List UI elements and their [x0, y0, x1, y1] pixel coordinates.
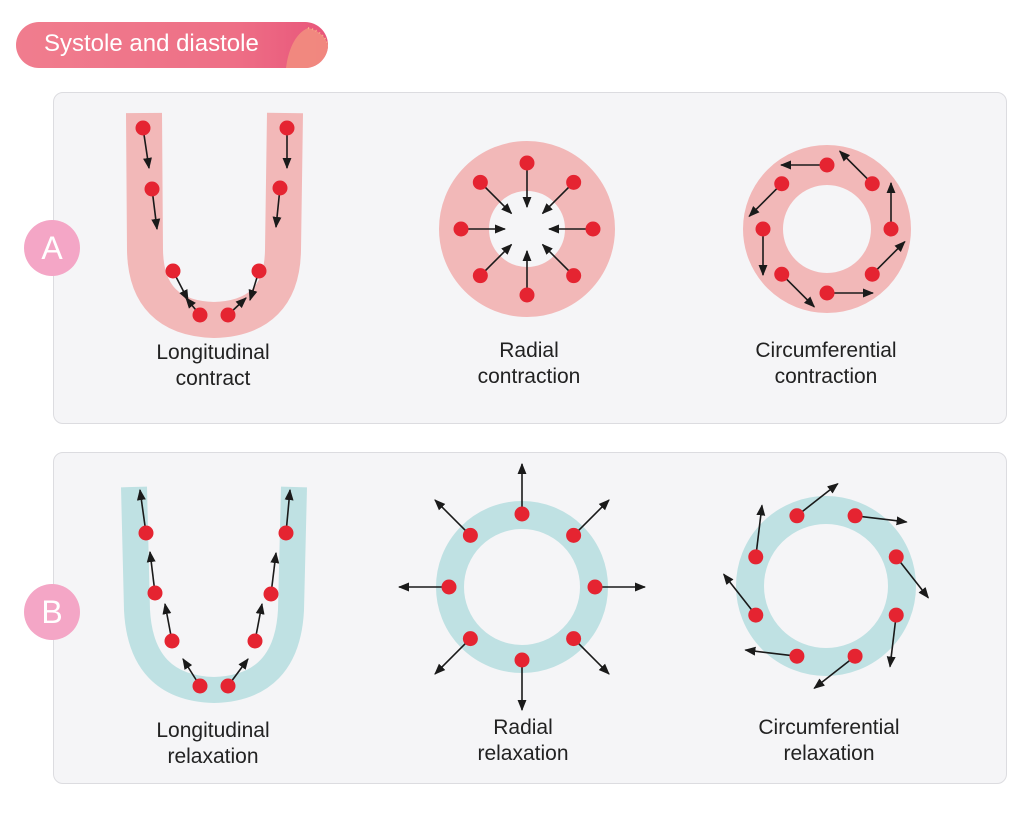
- myocyte-dot: [144, 181, 160, 197]
- myocyte-dot: [585, 221, 601, 237]
- myocyte-dot: [748, 607, 764, 623]
- arrow: [723, 573, 757, 616]
- label-line2: relaxation: [783, 742, 875, 765]
- myocyte-dot: [566, 268, 582, 284]
- myocyte-dot: [441, 579, 457, 595]
- arrow: [854, 514, 908, 526]
- myocyte-dot: [462, 631, 478, 647]
- myocyte-dot: [519, 155, 535, 171]
- myocyte-dot: [514, 652, 530, 668]
- myocyte-dot: [789, 648, 805, 664]
- myocyte-dot: [247, 633, 263, 649]
- myocyte-dot: [888, 549, 904, 565]
- arrow: [434, 638, 471, 675]
- myocyte-dot: [147, 585, 163, 601]
- label-line1: Radial: [499, 339, 559, 362]
- myocyte-dot: [263, 586, 279, 602]
- myocyte-dot: [279, 120, 295, 136]
- myocyte-dot: [755, 221, 771, 237]
- myocyte-dot: [472, 268, 488, 284]
- myocyte-dot: [220, 307, 236, 323]
- myocyte-dot: [514, 506, 530, 522]
- label-line2: relaxation: [167, 745, 259, 768]
- label-line1: Longitudinal: [156, 341, 270, 364]
- arrow: [781, 273, 816, 308]
- myocyte-dot: [251, 263, 267, 279]
- arrow: [744, 646, 798, 658]
- label-line2: contract: [175, 367, 251, 390]
- myocyte-dot: [864, 266, 880, 282]
- myocyte-dot: [864, 176, 880, 192]
- arrow: [434, 499, 471, 536]
- arrow: [748, 183, 783, 218]
- myocyte-dot: [888, 607, 904, 623]
- myocyte-dot: [819, 285, 835, 301]
- longitudinal-wall-relaxation: [121, 486, 307, 703]
- arrow: [871, 240, 906, 275]
- myocyte-dot: [164, 633, 180, 649]
- myocyte-dot: [165, 263, 181, 279]
- arrow: [573, 638, 610, 675]
- label-radial-contraction: Radial contraction: [429, 338, 629, 390]
- myocyte-dot: [192, 678, 208, 694]
- pattern-decoration: [286, 27, 328, 68]
- title-pill: Systole and diastole: [16, 22, 328, 68]
- label-line2: contraction: [477, 365, 581, 388]
- myocyte-dot: [774, 176, 790, 192]
- myocyte-dot: [819, 157, 835, 173]
- label-line1: Circumferential: [755, 339, 897, 362]
- myocyte-dot: [587, 579, 603, 595]
- label-line1: Radial: [493, 716, 553, 739]
- badge-a: A: [24, 220, 80, 276]
- label-longitudinal-contract: Longitudinal contract: [113, 340, 313, 392]
- label-radial-relaxation: Radial relaxation: [423, 715, 623, 767]
- myocyte-dot: [462, 527, 478, 543]
- myocyte-dot: [453, 221, 469, 237]
- myocyte-dot: [789, 508, 805, 524]
- myocyte-dot: [192, 307, 208, 323]
- myocyte-dot: [272, 180, 288, 196]
- myocyte-dot: [883, 221, 899, 237]
- myocyte-dot: [519, 287, 535, 303]
- label-line1: Circumferential: [758, 716, 900, 739]
- arrow: [813, 655, 856, 689]
- arrow: [838, 150, 873, 185]
- label-line1: Longitudinal: [156, 719, 270, 742]
- myocyte-dot: [220, 678, 236, 694]
- myocyte-dot: [135, 120, 151, 136]
- label-circumferential-contraction: Circumferential contraction: [726, 338, 926, 390]
- arrow: [573, 499, 610, 536]
- arrow: [895, 556, 929, 599]
- myocyte-dot: [847, 508, 863, 524]
- myocyte-dot: [847, 648, 863, 664]
- page-title: Systole and diastole: [44, 30, 259, 57]
- myocyte-dot: [278, 525, 294, 541]
- label-line2: contraction: [774, 365, 878, 388]
- myocyte-dot: [472, 174, 488, 190]
- arrow: [796, 483, 839, 517]
- myocyte-dot: [566, 527, 582, 543]
- label-line2: relaxation: [477, 742, 569, 765]
- label-longitudinal-relaxation: Longitudinal relaxation: [113, 718, 313, 770]
- longitudinal-wall-contraction: [126, 112, 303, 338]
- myocyte-dot: [138, 525, 154, 541]
- myocyte-dot: [748, 549, 764, 565]
- myocyte-dot: [774, 266, 790, 282]
- myocyte-dot: [566, 631, 582, 647]
- arrow: [886, 614, 898, 668]
- badge-b: B: [24, 584, 80, 640]
- circumferential-wall-relaxation: [736, 496, 916, 676]
- arrow: [754, 504, 766, 558]
- label-circumferential-relaxation: Circumferential relaxation: [729, 715, 929, 767]
- myocyte-dot: [566, 174, 582, 190]
